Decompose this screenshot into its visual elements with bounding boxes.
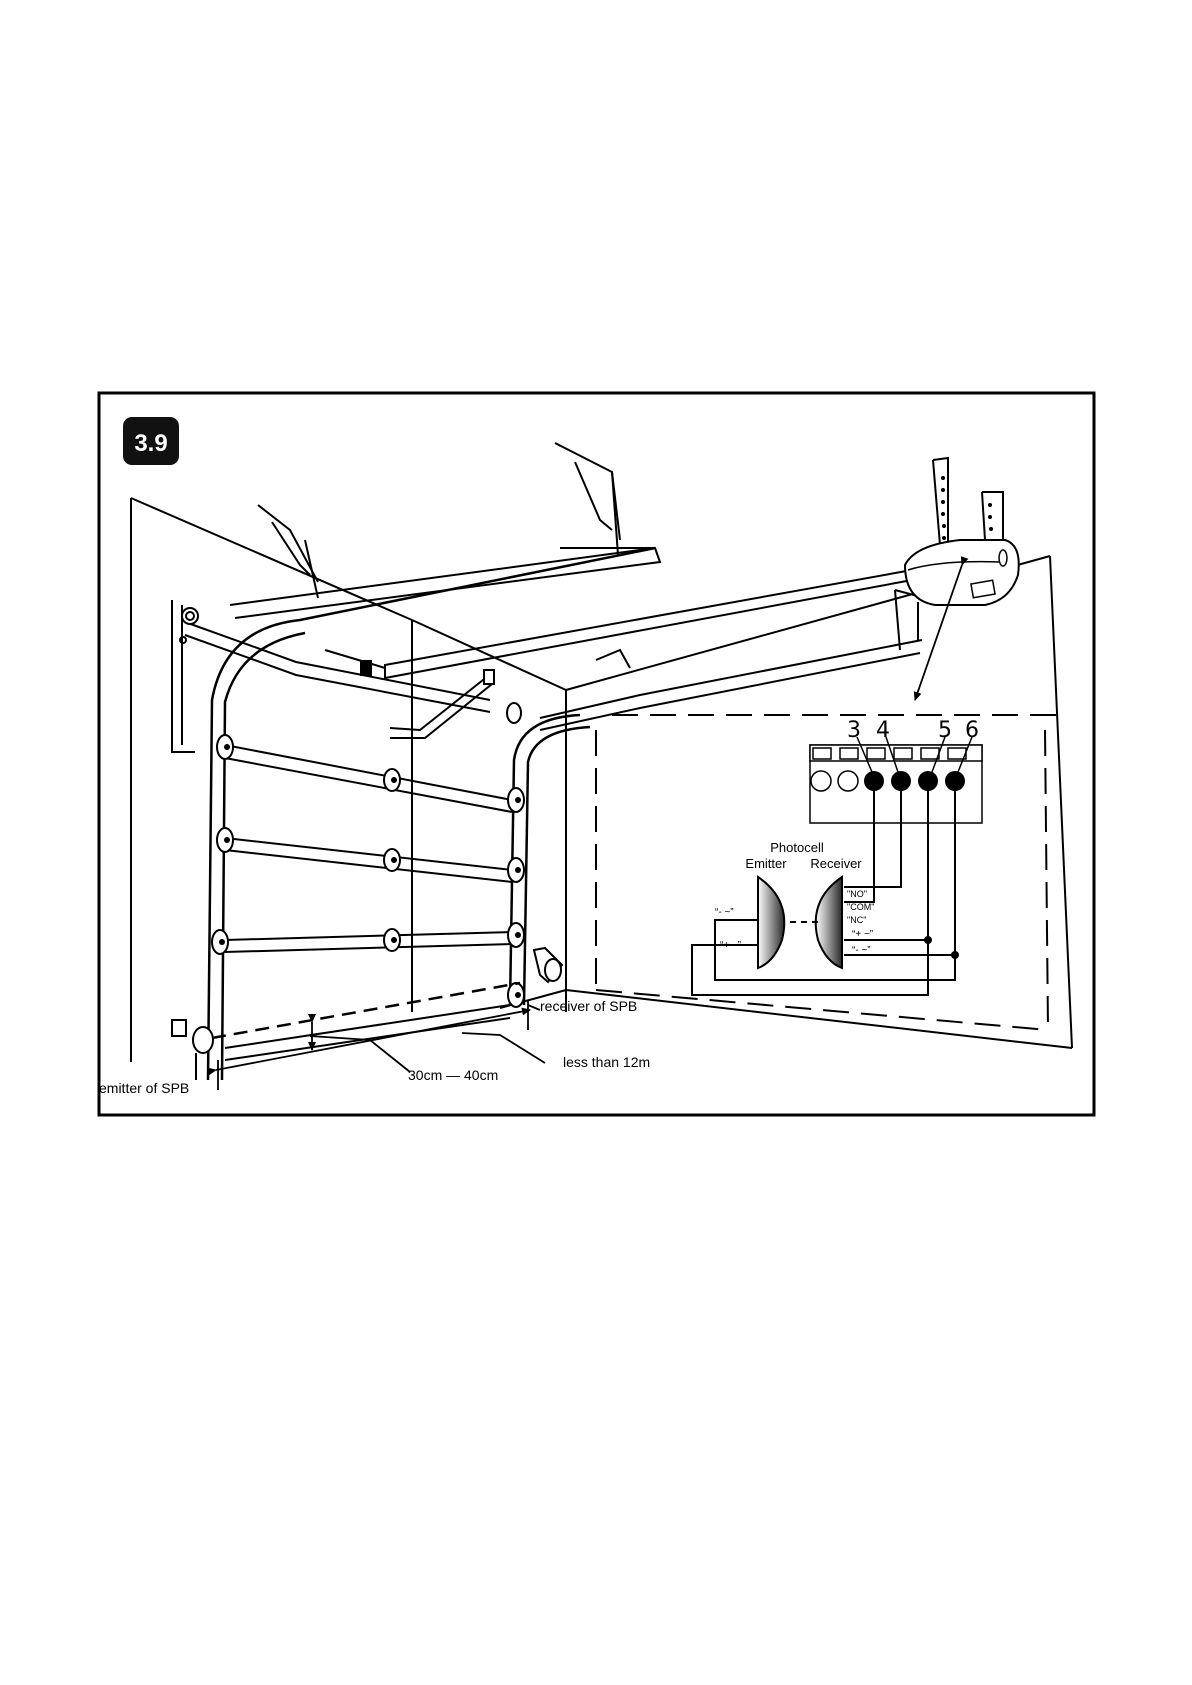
ceiling-brackets (258, 443, 925, 668)
receiver-com-label: "COM" (847, 902, 874, 912)
distance-span-label: less than 12m (563, 1054, 650, 1070)
receiver-nc-label: "NC" (847, 915, 866, 925)
receiver-no-label: "NO" (847, 889, 867, 899)
receiver-label: Receiver (810, 856, 862, 871)
receiver-spb-label: receiver of SPB (540, 998, 637, 1014)
figure-number: 3.9 (134, 430, 167, 457)
spb-receiver-unit (534, 948, 562, 982)
rail-carriage (360, 660, 372, 676)
roller-hubs (219, 744, 521, 998)
terminal-4-contact (891, 771, 911, 791)
photocell-emitter (758, 877, 784, 968)
terminal-5-contact (918, 771, 938, 791)
receiver-plus-label: “+ ~” (852, 929, 873, 940)
door-rollers (212, 703, 524, 1007)
emitter-spb-label: emitter of SPB (99, 1080, 189, 1096)
receiver-minus-label: “- ~” (852, 945, 871, 956)
door-tracks (185, 548, 922, 730)
terminal-3-contact (864, 771, 884, 791)
terminal-6-contact (945, 771, 965, 791)
terminal-5-label: 5 (938, 718, 952, 743)
terminal-4-label: 4 (876, 718, 890, 743)
emitter-label: Emitter (745, 856, 787, 871)
emitter-plus-label: “+ ~” (720, 940, 741, 951)
terminal-3-label: 3 (847, 718, 861, 743)
door-panels (225, 745, 512, 1060)
figure-badge: 3.9 (123, 417, 179, 465)
terminal-6-label: 6 (965, 718, 979, 743)
left-bracket (172, 600, 198, 752)
emitter-minus-label: “- ~” (715, 907, 734, 918)
distance-height-label: 30cm — 40cm (408, 1067, 498, 1083)
motor-unit (905, 540, 1019, 605)
photocell-title: Photocell (770, 840, 824, 855)
photocell-receiver (816, 877, 842, 968)
door-arm (390, 670, 494, 738)
